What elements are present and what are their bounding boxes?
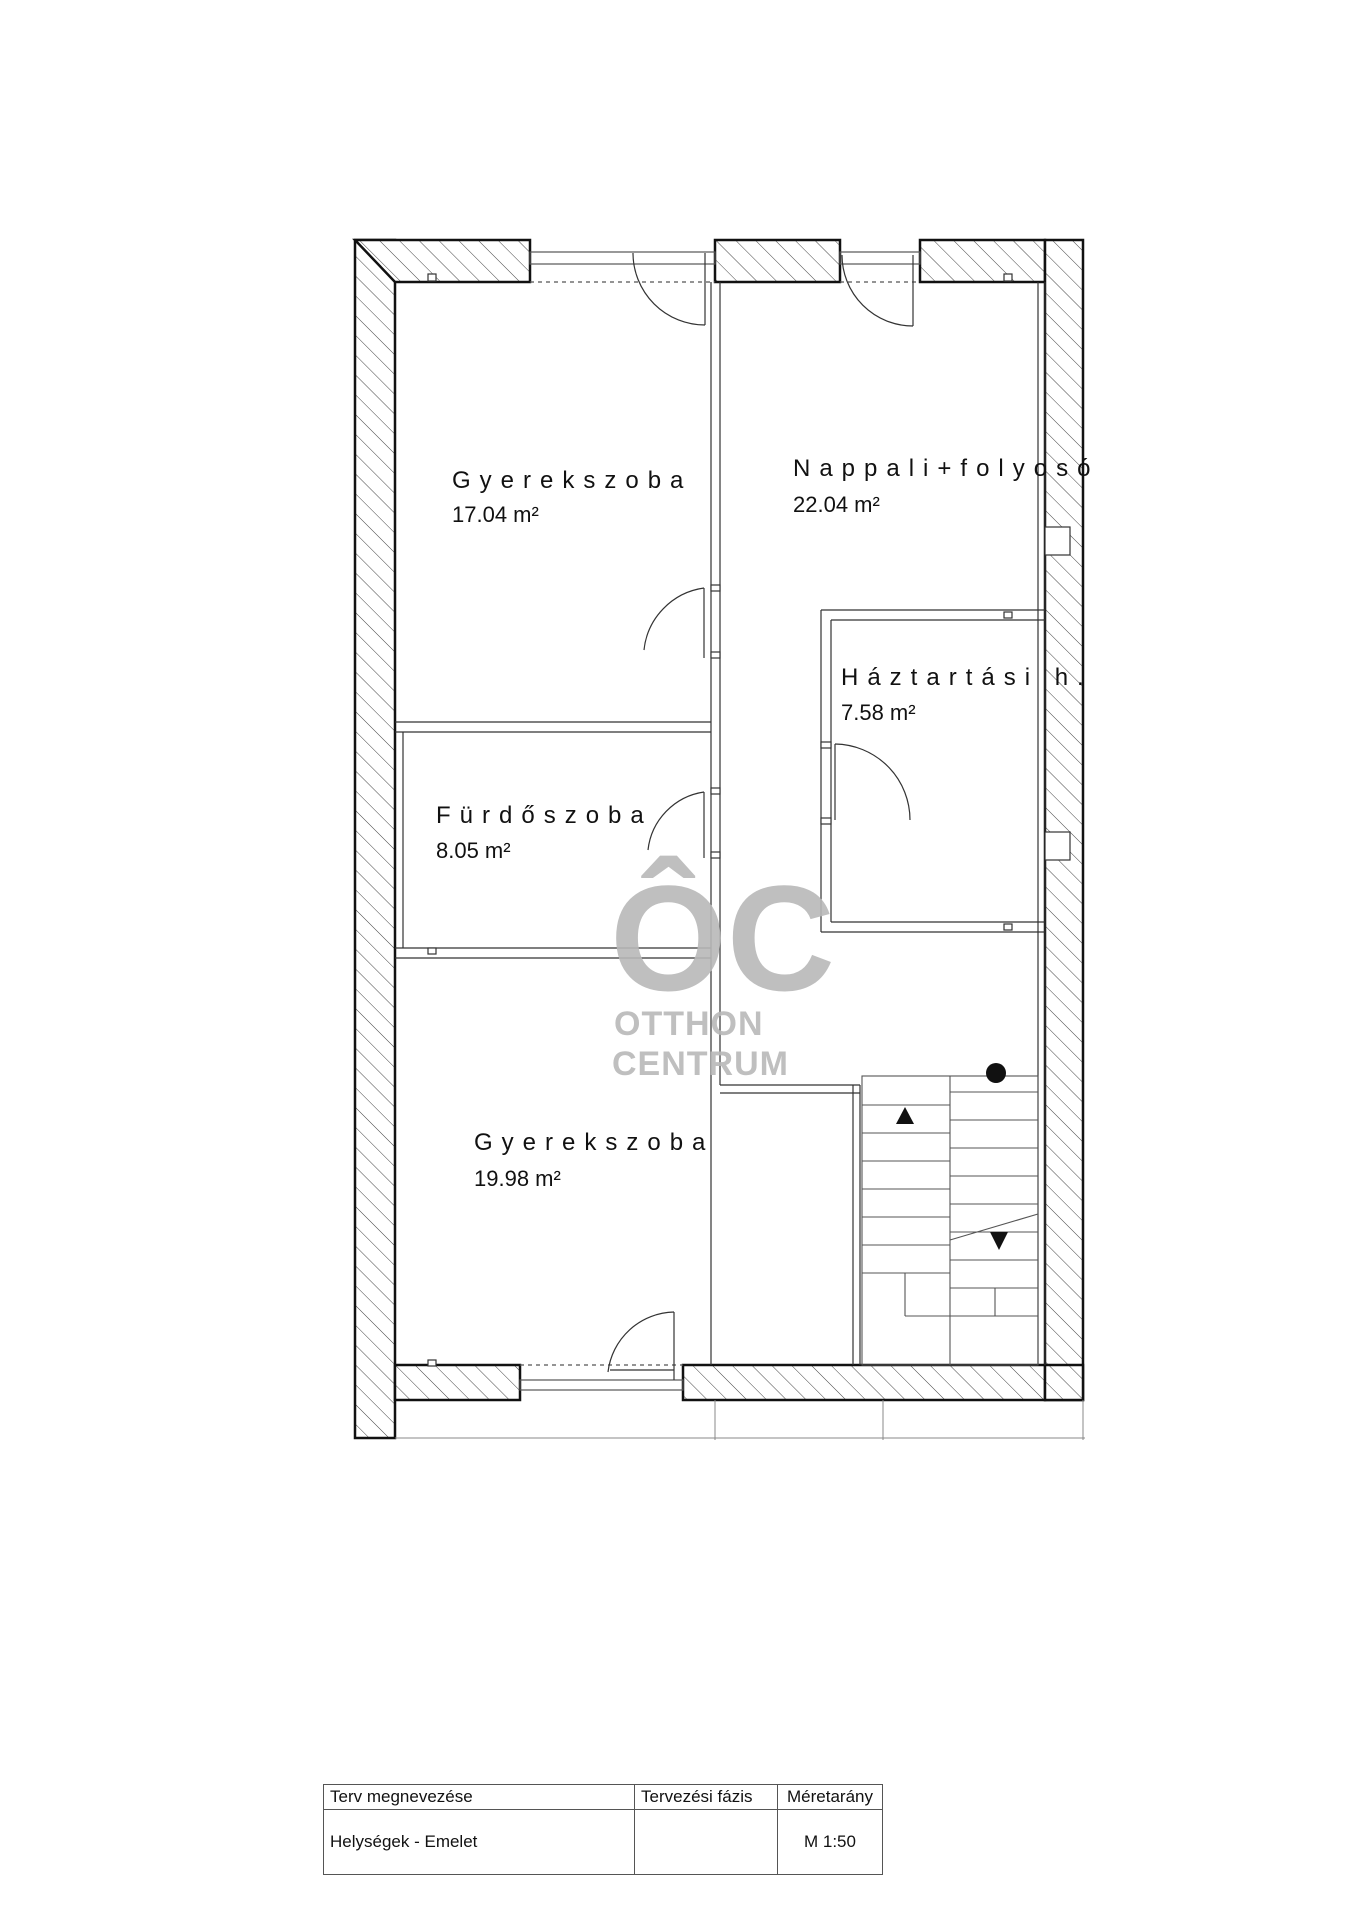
ground-lines bbox=[395, 1400, 1085, 1440]
title-block-value-row: Helységek - Emelet M 1:50 bbox=[323, 1809, 883, 1875]
title-block: Terv megnevezése Tervezési fázis Méretar… bbox=[323, 1784, 883, 1875]
value-plan-name: Helységek - Emelet bbox=[323, 1809, 635, 1875]
door-jambs bbox=[710, 584, 832, 859]
room-labels: Gyerekszoba 17.04 m² Nappali+folyosó 22.… bbox=[436, 455, 1099, 1191]
header-design-phase: Tervezési fázis bbox=[634, 1784, 778, 1810]
stair-symbols bbox=[896, 1063, 1008, 1250]
watermark-logo: ÔC OTTHON CENTRUM bbox=[610, 854, 835, 1083]
room-name: Gyerekszoba bbox=[474, 1129, 714, 1156]
value-design-phase bbox=[634, 1809, 778, 1875]
room-name: Fürdőszoba bbox=[436, 802, 653, 829]
stair-up-arrow-icon bbox=[896, 1107, 914, 1124]
header-scale: Méretarány bbox=[777, 1784, 883, 1810]
room-area: 8.05 m² bbox=[436, 838, 511, 863]
room-area: 19.98 m² bbox=[474, 1166, 561, 1191]
value-scale: M 1:50 bbox=[777, 1809, 883, 1875]
room-area: 17.04 m² bbox=[452, 502, 539, 527]
staircase bbox=[861, 1075, 1039, 1366]
wall-markers bbox=[427, 273, 1071, 1367]
room-name: Gyerekszoba bbox=[452, 467, 692, 494]
watermark-line1: OTTHON bbox=[614, 1005, 764, 1043]
watermark-letters: ÔC bbox=[610, 854, 835, 1022]
room-name: Háztartási h. bbox=[841, 664, 1093, 691]
stair-down-arrow-icon bbox=[990, 1232, 1008, 1250]
partition-walls bbox=[395, 282, 1046, 1365]
doors bbox=[607, 252, 914, 1380]
room-name: Nappali+folyosó bbox=[793, 455, 1099, 482]
title-block-header-row: Terv megnevezése Tervezési fázis Méretar… bbox=[323, 1784, 883, 1810]
room-area: 22.04 m² bbox=[793, 492, 880, 517]
header-plan-name: Terv megnevezése bbox=[323, 1784, 635, 1810]
windows bbox=[519, 251, 921, 1391]
stair-start-dot-icon bbox=[986, 1063, 1006, 1083]
watermark-line2: CENTRUM bbox=[612, 1045, 789, 1083]
room-area: 7.58 m² bbox=[841, 700, 916, 725]
